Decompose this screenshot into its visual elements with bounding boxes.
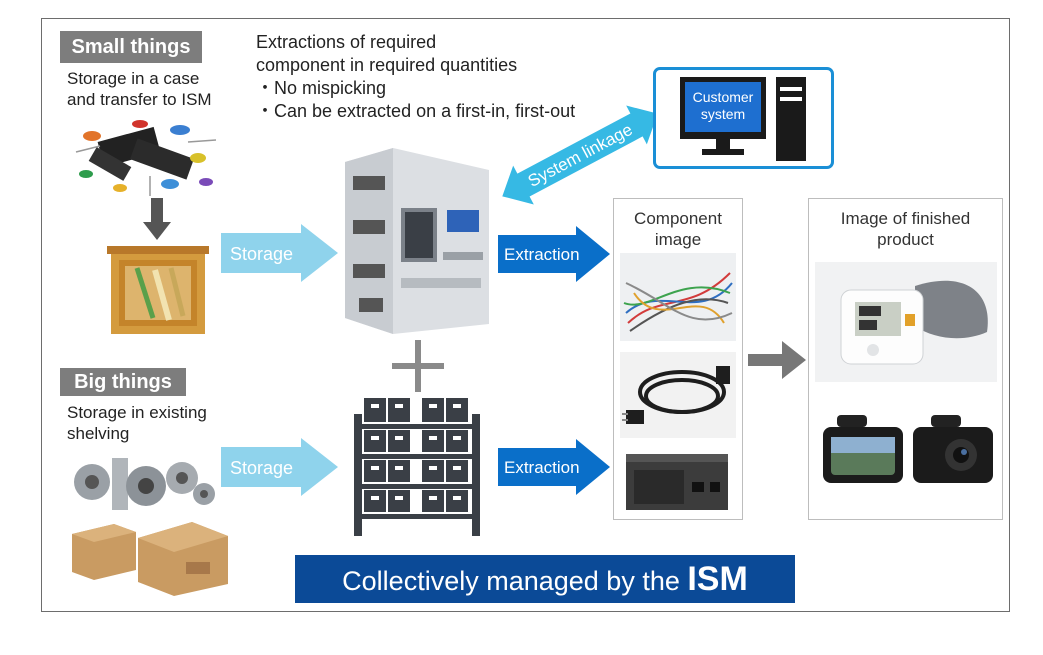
note-bullet2: ・Can be extracted on a first-in, first-o… [256, 101, 576, 121]
note-line1: Extractions of required [256, 32, 437, 52]
system-linkage-arrow: System linkage [502, 105, 658, 205]
storage-shelf-icon [354, 398, 480, 536]
banner-text: Collectively managed by the [342, 566, 688, 596]
cardboard-boxes-photo [72, 522, 228, 596]
big-desc-line2: shelving [67, 424, 130, 443]
power-cord-photo [620, 352, 736, 438]
big-things-description: Storage in existing shelving [67, 402, 267, 444]
ism-machine-photo [345, 148, 489, 334]
result-arrow-icon [748, 341, 806, 379]
finished-box-title: Image of finished product [808, 208, 1003, 250]
power-supply-photo [626, 454, 728, 510]
customer-label-line1: Customer [693, 89, 754, 105]
component-title-line1: Component [634, 209, 722, 228]
big-things-tag: Big things [60, 368, 186, 396]
extraction-label-top: Extraction [504, 245, 580, 264]
electronic-parts-photo [75, 120, 217, 196]
blood-pressure-monitor-photo [815, 262, 997, 382]
small-desc-line1: Storage in a case [67, 69, 200, 88]
storage-label-bottom: Storage [230, 458, 293, 478]
storage-arrow-bottom: Storage [221, 438, 338, 496]
finished-title-line1: Image of finished [840, 209, 971, 228]
customer-label-line2: system [701, 106, 745, 122]
note-line2: component in required quantities [256, 55, 518, 75]
customer-computer-icon: Customer system [680, 77, 806, 161]
storage-arrow-top: Storage [221, 224, 338, 282]
extraction-arrow-bottom: Extraction [498, 439, 610, 495]
wire-harness-photo [620, 253, 736, 341]
component-box-title: Component image [613, 208, 743, 250]
ism-banner: Collectively managed by the ISM system [295, 555, 795, 648]
note-bullet1: ・No mispicking [256, 78, 387, 98]
big-desc-line1: Storage in existing [67, 403, 207, 422]
extraction-label-bottom: Extraction [504, 458, 580, 477]
extraction-note: Extractions of required component in req… [256, 31, 616, 123]
down-arrow-icon [143, 198, 171, 240]
dashcam-photo [823, 415, 993, 483]
small-things-description: Storage in a case and transfer to ISM [67, 68, 267, 110]
small-things-tag: Small things [60, 31, 202, 63]
small-desc-line2: and transfer to ISM [67, 90, 212, 109]
bearings-photo [74, 458, 215, 510]
parts-tray-photo [107, 246, 209, 334]
storage-label-top: Storage [230, 244, 293, 264]
system-linkage-label: System linkage [525, 120, 636, 191]
finished-title-line2: product [877, 230, 934, 249]
extraction-arrow-top: Extraction [498, 226, 610, 282]
plus-icon [392, 340, 444, 392]
component-title-line2: image [654, 230, 702, 249]
